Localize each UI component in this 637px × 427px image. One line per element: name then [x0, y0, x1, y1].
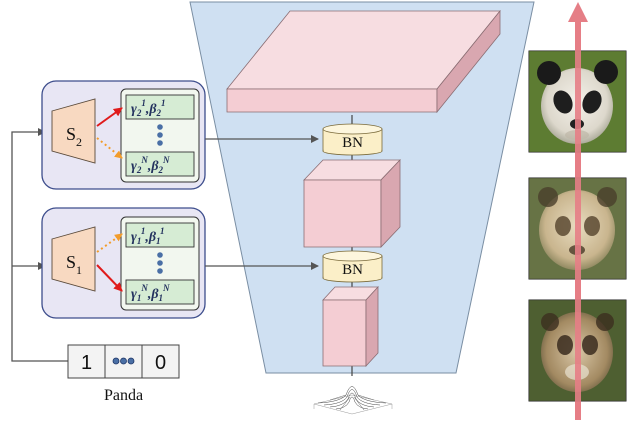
- class-routing-lines: [11, 128, 68, 362]
- selector-panel-s2: S2 γ21,β21 γ2N,β2N: [41, 80, 206, 190]
- selector-panel-s1: S1 γ11,β11 γ1N,β1N: [41, 207, 206, 319]
- selector-s2-shape: [51, 98, 96, 164]
- param-box-s1-top: [125, 222, 195, 248]
- param-box-s1-bottom: [125, 279, 195, 305]
- ellipsis-dots-icon: [112, 357, 135, 365]
- vector-first-value: 1: [81, 352, 92, 374]
- param-label-s1-top: γ11,β11: [131, 226, 165, 246]
- bn-label-2: BN: [342, 262, 363, 278]
- param-to-bn-lines: [205, 135, 319, 270]
- bn-layer-2: BN: [322, 250, 383, 283]
- selection-arrow-s1-inactive: [96, 233, 123, 253]
- bn-layer-1: BN: [322, 123, 383, 156]
- gaussian-noise-surface-icon: [313, 386, 393, 415]
- param-label-s2-bottom: γ2N,β2N: [131, 155, 170, 175]
- interpolation-arrow-overlay: [575, 20, 581, 420]
- selection-arrow-s2-inactive: [96, 137, 123, 159]
- top-feature-slab: [226, 9, 501, 114]
- selector-s2-label: S2: [66, 124, 82, 149]
- middle-feature-block: [303, 158, 401, 249]
- vector-caption: Panda: [104, 387, 143, 404]
- selection-arrow-s1-active: [96, 264, 123, 292]
- param-label-s2-top: γ21,β21: [131, 98, 166, 118]
- param-box-s2-top: [125, 94, 195, 120]
- selection-arrow-s2-active: [96, 107, 123, 127]
- vector-last-value: 0: [155, 352, 166, 374]
- selector-s1-shape: [51, 226, 96, 292]
- bn-label-1: BN: [342, 135, 363, 151]
- selector-s1-label: S1: [66, 252, 82, 277]
- class-one-hot-vector: 1 0 Panda: [67, 344, 180, 404]
- bottom-feature-block: [322, 285, 379, 368]
- param-label-s1-bottom: γ1N,β1N: [131, 283, 170, 303]
- param-box-s2-bottom: [125, 151, 195, 177]
